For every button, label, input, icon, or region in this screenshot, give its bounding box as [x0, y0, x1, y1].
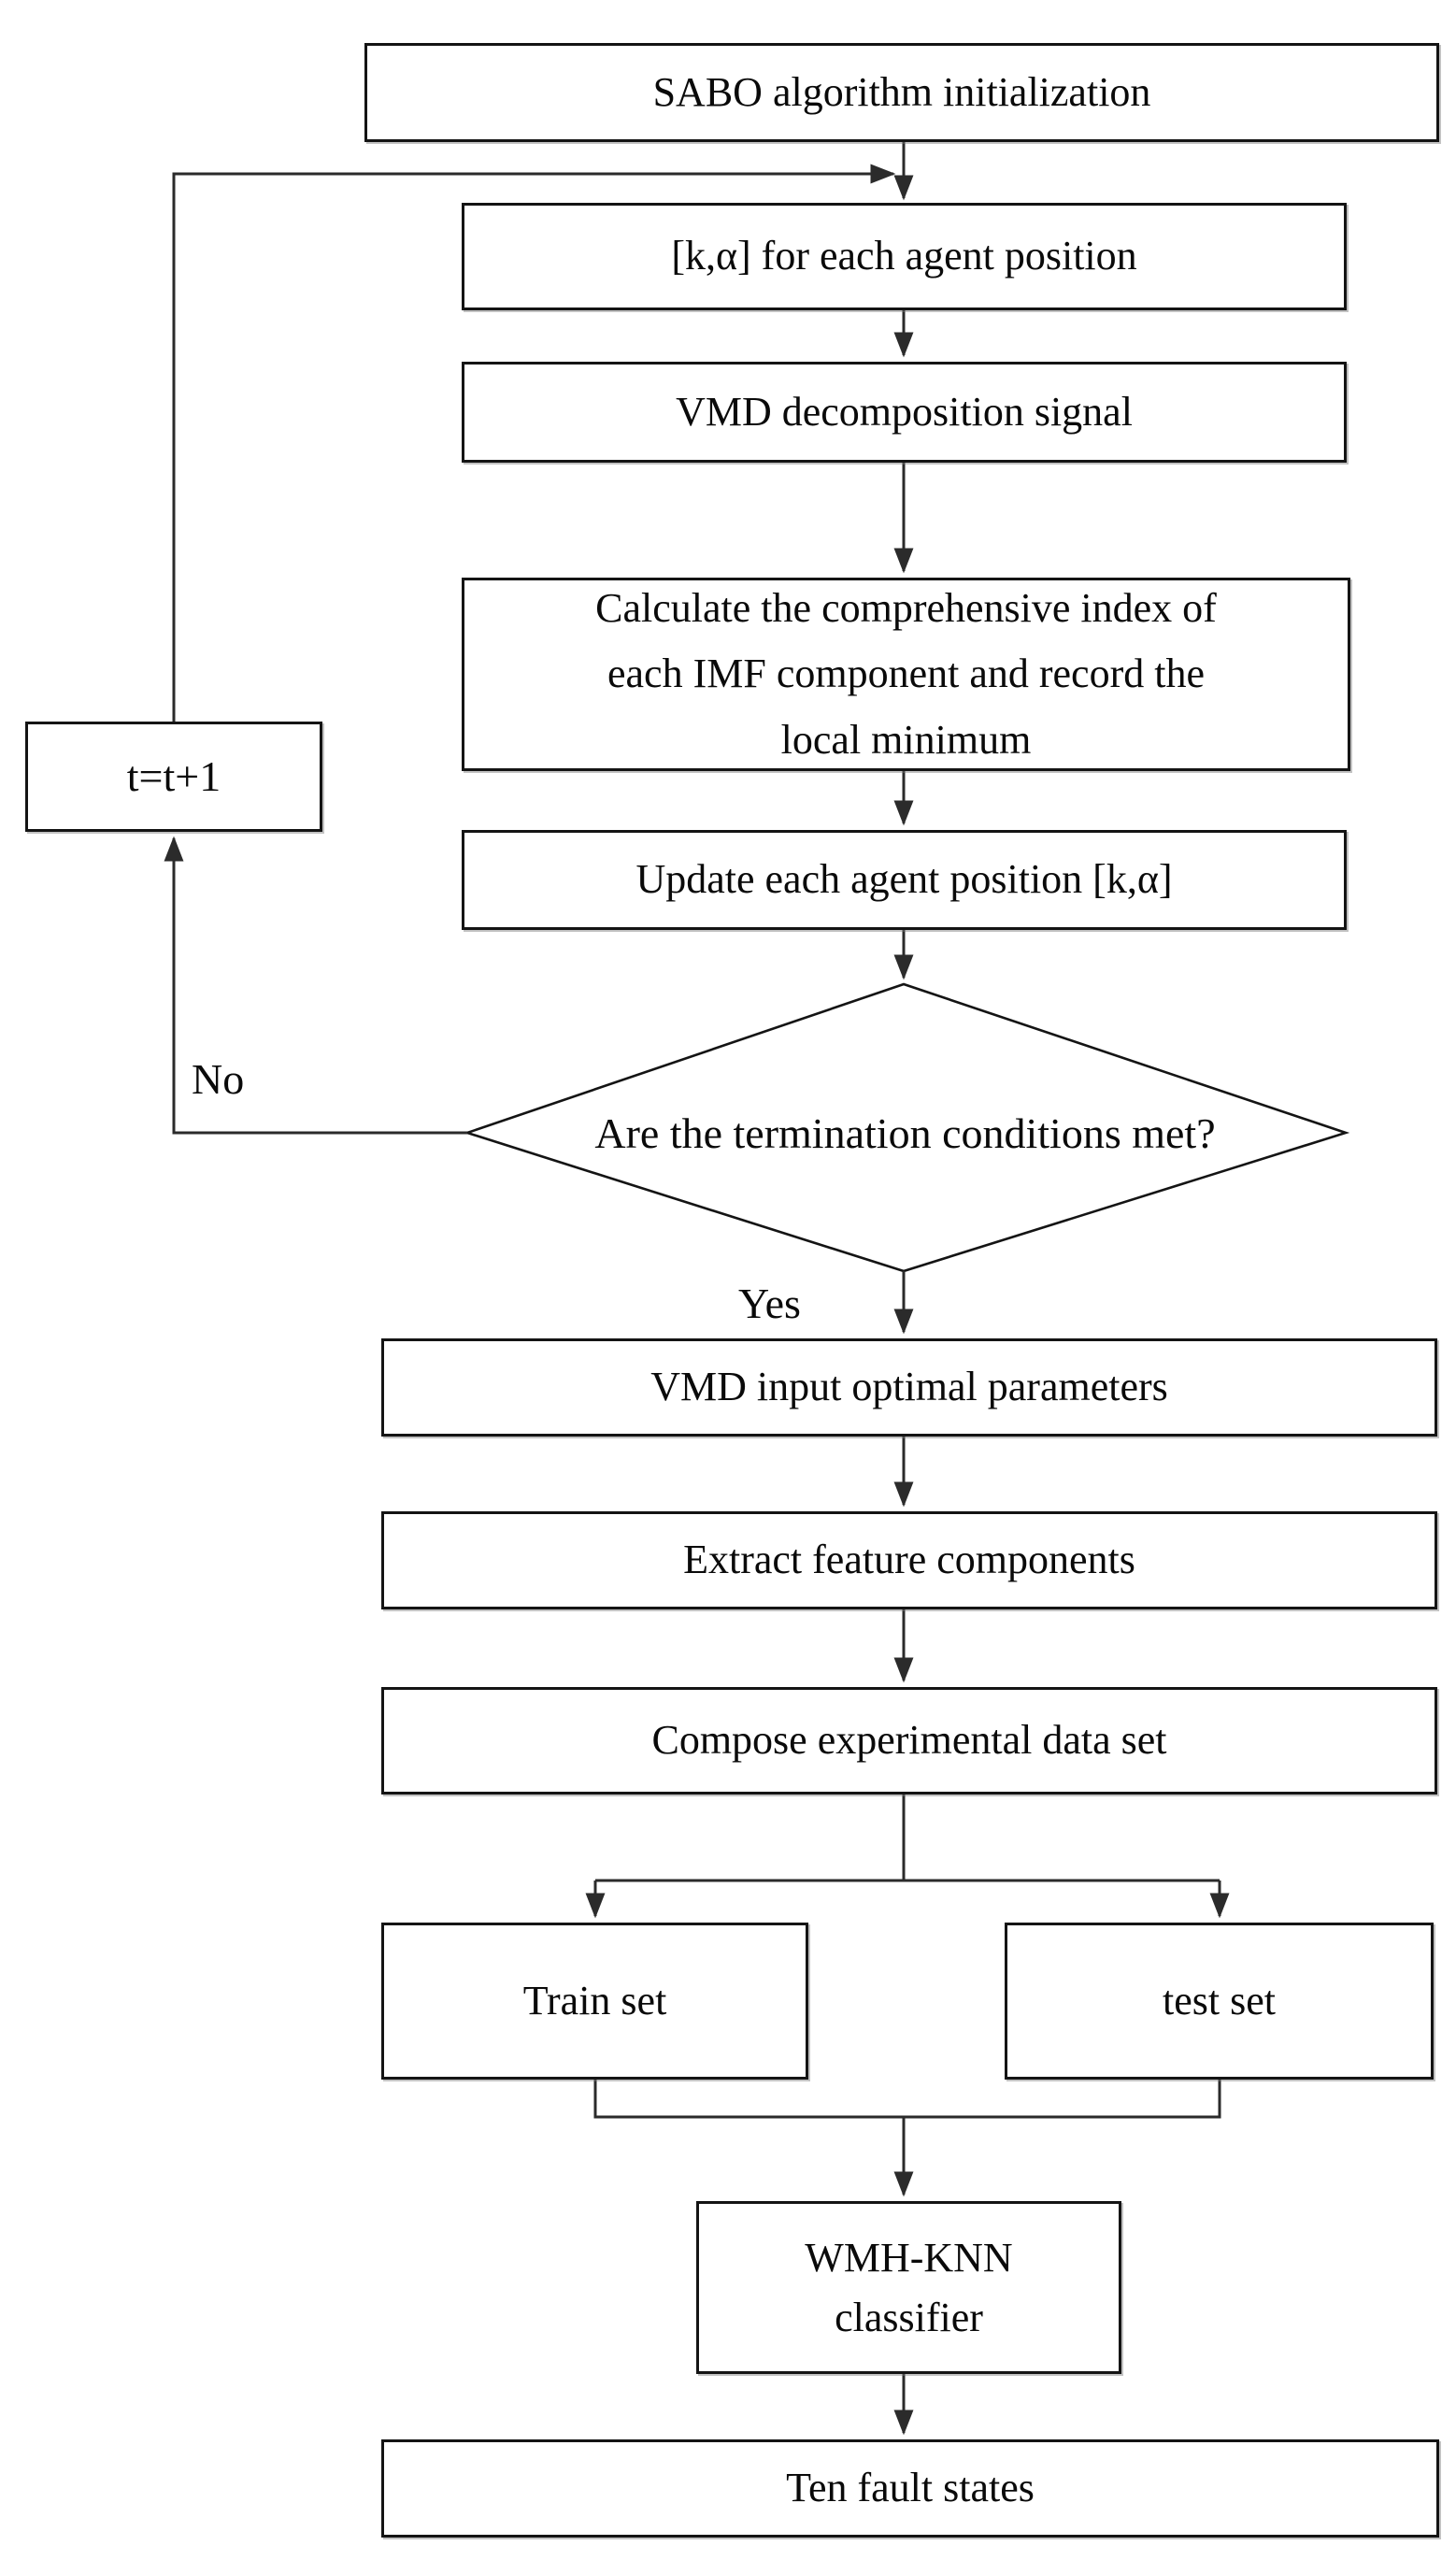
node-wmh-knn-classifier: WMH-KNN classifier: [696, 2201, 1121, 2374]
node-iteration-increment: t=t+1: [25, 722, 322, 832]
node-sabo-initialization: SABO algorithm initialization: [364, 43, 1439, 142]
node-calculate-index: Calculate the comprehensive index of eac…: [462, 578, 1350, 771]
edge-label-yes: Yes: [738, 1280, 801, 1327]
node-compose-dataset: Compose experimental data set: [381, 1687, 1437, 1795]
node-update-position: Update each agent position [k,α]: [462, 830, 1347, 930]
node-agent-position: [k,α] for each agent position: [462, 203, 1347, 310]
decision-termination-label: Are the termination conditions met?: [594, 1108, 1216, 1157]
node-test-set: test set: [1005, 1923, 1434, 2080]
node-vmd-decomposition: VMD decomposition signal: [462, 362, 1347, 463]
node-vmd-input-parameters: VMD input optimal parameters: [381, 1338, 1437, 1437]
node-train-set: Train set: [381, 1923, 808, 2080]
node-ten-fault-states: Ten fault states: [381, 2439, 1439, 2538]
node-extract-features: Extract feature components: [381, 1511, 1437, 1609]
edge-label-no: No: [192, 1055, 245, 1103]
